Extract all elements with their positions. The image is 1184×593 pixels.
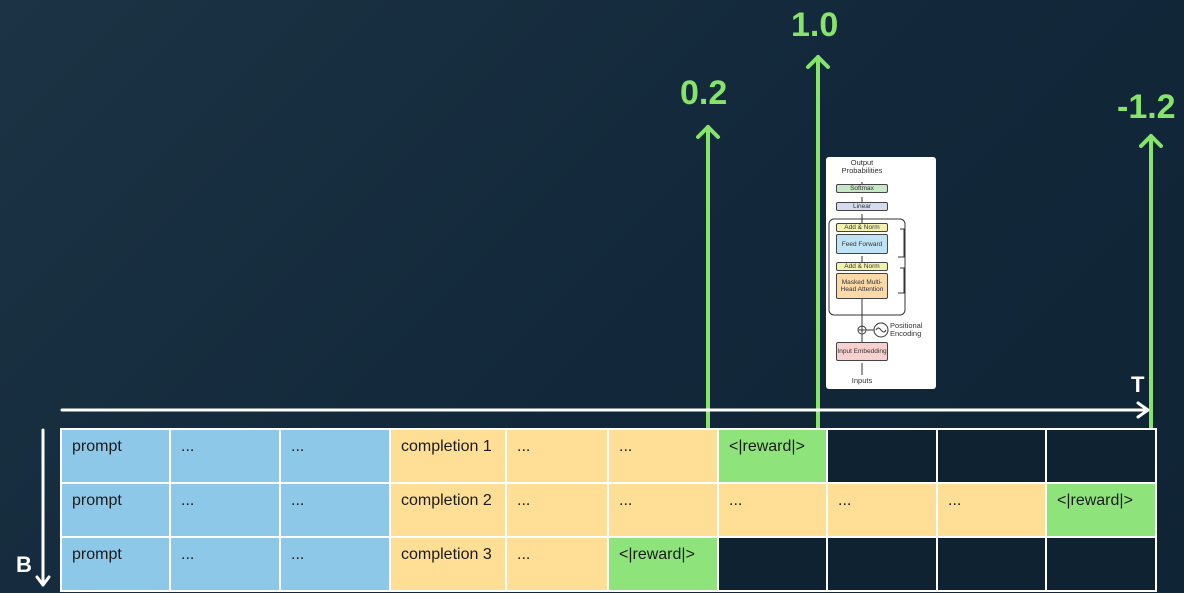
dots-yellow-cell: ... xyxy=(505,428,609,484)
dots-yellow-cell: ... xyxy=(505,482,609,538)
reward-value-row-1: 1.0 xyxy=(791,6,839,44)
prompt-cell: prompt xyxy=(60,482,171,538)
dots-blue-cell: ... xyxy=(169,536,281,592)
empty-cell xyxy=(1045,428,1157,484)
reward-cell: <|reward|> xyxy=(717,428,828,484)
dots-yellow-cell: ... xyxy=(607,482,719,538)
empty-cell xyxy=(1045,536,1157,592)
decoder-linear: Linear xyxy=(836,202,888,211)
dots-blue-cell: ... xyxy=(279,482,391,538)
dots-blue-cell: ... xyxy=(279,428,391,484)
dots-yellow-cell: ... xyxy=(505,536,609,592)
decoder-feed-forward: Feed Forward xyxy=(836,234,888,254)
dots-blue-cell: ... xyxy=(169,428,281,484)
completion-cell: completion 2 xyxy=(389,482,507,538)
dots-blue-cell: ... xyxy=(169,482,281,538)
prompt-cell: prompt xyxy=(60,536,171,592)
prompt-cell: prompt xyxy=(60,428,171,484)
decoder-output-label: Output Probabilities xyxy=(841,158,883,175)
dots-yellow-cell: ... xyxy=(717,482,828,538)
completion-cell: completion 3 xyxy=(389,536,507,592)
empty-cell xyxy=(826,428,938,484)
reward-cell: <|reward|> xyxy=(607,536,719,592)
reward-value-row-3: 0.2 xyxy=(680,74,728,112)
batch-axis-label: B xyxy=(16,552,32,577)
empty-cell xyxy=(717,536,828,592)
empty-cell xyxy=(936,536,1047,592)
dots-yellow-cell: ... xyxy=(936,482,1047,538)
decoder-input-embedding: Input Embedding xyxy=(836,342,888,361)
dots-blue-cell: ... xyxy=(279,536,391,592)
empty-cell xyxy=(826,536,938,592)
dots-yellow-cell: ... xyxy=(607,428,719,484)
decoder-masked-attention: Masked Multi-Head Attention xyxy=(836,273,888,299)
decoder-add-norm-2: Add & Norm xyxy=(836,262,888,271)
reward-cell: <|reward|> xyxy=(1045,482,1157,538)
time-axis-label: T xyxy=(1131,372,1145,397)
decoder-positional-encoding: Positional Encoding xyxy=(890,321,923,338)
decoder-softmax: Softmax xyxy=(836,184,888,193)
transformer-decoder-diagram: Output Probabilities Softmax Linear Add … xyxy=(826,157,936,389)
dots-yellow-cell: ... xyxy=(826,482,938,538)
completion-cell: completion 1 xyxy=(389,428,507,484)
decoder-add-norm-1: Add & Norm xyxy=(836,223,888,232)
decoder-inputs-label: Inputs xyxy=(851,376,873,385)
empty-cell xyxy=(936,428,1047,484)
reward-value-row-2: -1.2 xyxy=(1117,88,1176,126)
